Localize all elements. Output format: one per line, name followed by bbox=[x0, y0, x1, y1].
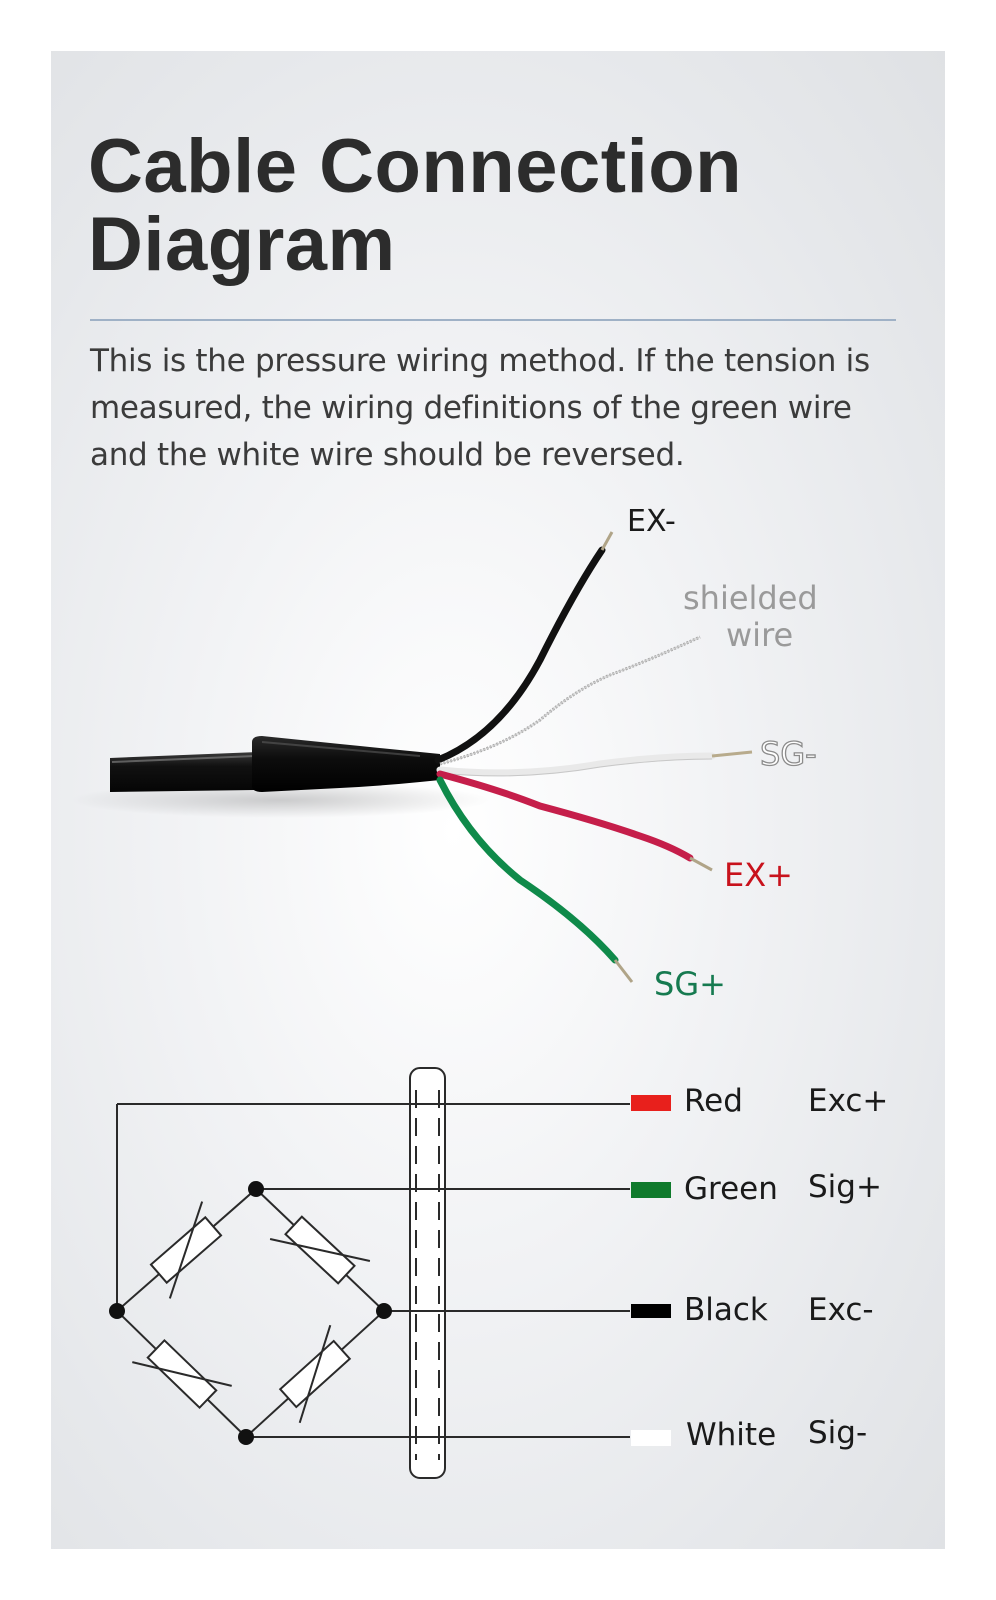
black-wire-tip bbox=[600, 531, 614, 551]
strain-gauge-2 bbox=[269, 1215, 371, 1285]
title-line-2: Diagram bbox=[88, 202, 396, 287]
swatch-green bbox=[631, 1182, 671, 1198]
swatch-white bbox=[631, 1430, 671, 1446]
legend-color-red: Red bbox=[684, 1083, 743, 1119]
legend-signal-sig-plus: Sig+ bbox=[808, 1169, 882, 1205]
legend-signal-exc-minus: Exc- bbox=[808, 1292, 874, 1328]
node-left bbox=[109, 1303, 125, 1319]
title-divider bbox=[90, 319, 896, 321]
title-line-1: Cable Connection bbox=[88, 124, 743, 209]
page-title: Cable Connection Diagram bbox=[88, 128, 908, 284]
label-shielded-line1: shielded bbox=[683, 579, 818, 617]
legend-signal-exc-plus: Exc+ bbox=[808, 1083, 888, 1119]
green-wire bbox=[436, 776, 619, 964]
strain-gauge-3 bbox=[132, 1338, 232, 1410]
legend-color-black: Black bbox=[684, 1292, 768, 1328]
green-wire-tip bbox=[613, 959, 634, 983]
sleeve-highlight bbox=[261, 741, 421, 757]
black-wire bbox=[434, 546, 606, 764]
legend-color-white: White bbox=[686, 1417, 776, 1453]
label-shielded-line2: wire bbox=[726, 616, 793, 654]
legend-signal-sig-minus: Sig- bbox=[808, 1415, 867, 1451]
label-sg-minus: SG- bbox=[760, 735, 817, 773]
node-bottom bbox=[238, 1429, 254, 1445]
shielded-wire bbox=[439, 635, 701, 766]
shielded-wire-sheen bbox=[439, 636, 701, 765]
node-top bbox=[248, 1181, 264, 1197]
legend-color-green: Green bbox=[684, 1171, 778, 1207]
swatch-black bbox=[631, 1304, 671, 1318]
label-sg-plus: SG+ bbox=[654, 965, 726, 1003]
strain-gauge-1 bbox=[149, 1201, 223, 1299]
label-ex-minus: EX- bbox=[627, 504, 676, 539]
label-ex-plus: EX+ bbox=[724, 856, 793, 894]
white-wire bbox=[436, 752, 716, 777]
strain-gauge-4 bbox=[278, 1324, 352, 1424]
cable-photo bbox=[70, 531, 753, 983]
cable-highlight bbox=[111, 755, 256, 763]
outer-cable bbox=[110, 752, 258, 792]
bridge-schematic bbox=[109, 1067, 630, 1479]
heat-shrink-sleeve bbox=[252, 736, 440, 792]
red-wire-tip bbox=[689, 856, 713, 872]
node-right bbox=[376, 1303, 392, 1319]
wire-legend: Red Exc+ Green Sig+ Black Exc- White Sig… bbox=[631, 1083, 888, 1453]
description-text: This is the pressure wiring method. If t… bbox=[90, 343, 870, 473]
swatch-red bbox=[631, 1095, 671, 1111]
white-wire-tip bbox=[711, 750, 753, 758]
white-wire-edge bbox=[439, 758, 713, 777]
cable-shield-tube bbox=[409, 1067, 446, 1479]
red-wire bbox=[436, 770, 694, 862]
